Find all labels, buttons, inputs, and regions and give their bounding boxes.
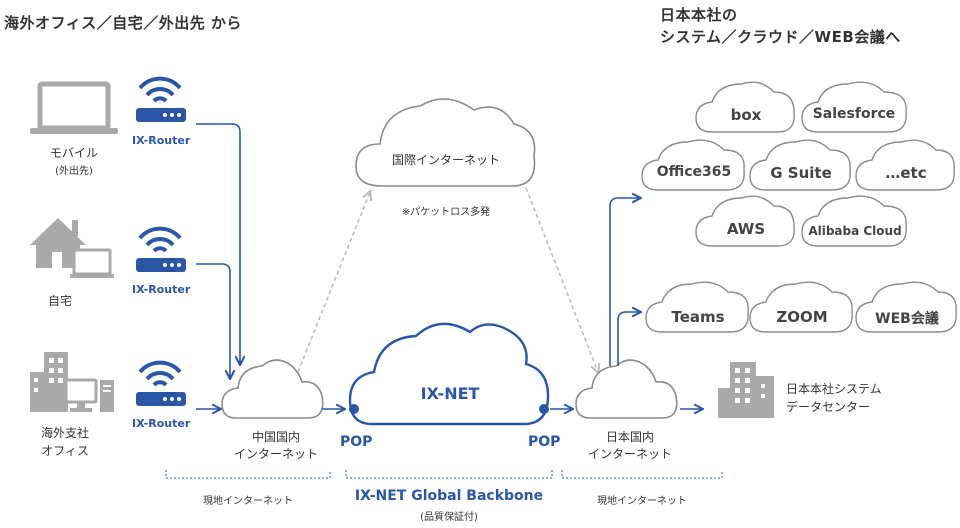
service-zoom: ZOOM	[776, 308, 828, 326]
arrow-china-to-intl	[297, 192, 370, 373]
arrow-japan-to-saas	[609, 198, 640, 366]
label-china-internet-sub: インターネット	[233, 447, 318, 461]
router-icon	[136, 360, 186, 406]
label-backbone: IX-NET Global Backbone	[354, 488, 544, 504]
service-office365: Office365	[656, 164, 732, 180]
house-icon	[30, 218, 114, 278]
label-mobile-sub: (外出先)	[55, 166, 93, 177]
service-aws: AWS	[726, 220, 766, 238]
bracket-local-right	[561, 470, 723, 479]
arrow-intl-to-japan	[525, 187, 598, 372]
service-cloud-box	[695, 81, 795, 133]
service-salesforce: Salesforce	[812, 106, 896, 122]
heading-left: 海外オフィス／自宅／外出先 から	[4, 14, 242, 32]
intl-internet-cloud	[355, 98, 536, 187]
service-box: box	[730, 106, 762, 124]
service-etc: …etc	[885, 164, 927, 182]
service-cloud-zoom	[749, 281, 853, 333]
japan-internet-cloud	[575, 359, 678, 419]
heading-right-line1: 日本本社の	[660, 6, 738, 24]
heading-right-line2: システム／クラウド／WEB会議へ	[660, 28, 901, 46]
ixnet-cloud	[348, 322, 550, 426]
label-intl-internet: 国際インターネット	[391, 153, 500, 167]
bracket-local-left	[165, 470, 331, 479]
service-gsuite: G Suite	[770, 164, 832, 182]
service-cloud-etc	[855, 139, 955, 191]
office-building-icon	[30, 352, 114, 412]
china-internet-cloud	[221, 359, 324, 419]
service-cloud-webconf	[855, 281, 957, 333]
bracket-backbone	[345, 470, 553, 479]
label-mobile: モバイル	[49, 146, 98, 160]
label-china-internet: 中国国内	[251, 430, 300, 444]
label-home: 自宅	[47, 294, 72, 308]
laptop-icon	[30, 81, 118, 134]
router-label-home: IX-Router	[132, 283, 191, 296]
service-cloud-gsuite	[749, 139, 851, 191]
router-icon	[136, 76, 186, 122]
label-ixnet: IX-NET	[420, 384, 480, 403]
service-teams: Teams	[671, 308, 725, 326]
service-cloud-teams	[645, 281, 749, 333]
pop-left-label: POP	[340, 434, 373, 450]
label-hq-sub: データセンター	[786, 400, 871, 414]
label-local-internet-left: 現地インターネット	[203, 496, 293, 507]
hq-building-icon	[718, 362, 774, 418]
label-japan-internet: 日本国内	[605, 430, 654, 444]
label-office-sub: オフィス	[41, 444, 89, 458]
label-office: 海外支社	[40, 426, 89, 440]
router-label-mobile: IX-Router	[132, 134, 191, 147]
label-backbone-sub: (品質保証付)	[420, 512, 478, 523]
service-cloud-alibaba	[801, 195, 907, 247]
service-cloud-salesforce	[801, 81, 907, 133]
router-label-office: IX-Router	[132, 417, 191, 430]
service-webconf: WEB会議	[875, 311, 939, 327]
pop-right-dot	[539, 404, 549, 414]
pop-right-label: POP	[528, 434, 561, 450]
router-icon	[136, 226, 186, 272]
service-cloud-office365	[641, 139, 745, 191]
pop-left-dot	[349, 404, 359, 414]
service-alibaba: Alibaba Cloud	[808, 224, 902, 238]
label-intl-note: ※パケットロス多発	[401, 207, 491, 218]
arrow-home-to-china	[196, 263, 230, 378]
arrow-mobile-to-china	[196, 123, 240, 364]
label-local-internet-right: 現地インターネット	[597, 496, 687, 507]
arrow-japan-to-webconf	[617, 312, 640, 366]
label-japan-internet-sub: インターネット	[587, 447, 672, 461]
service-cloud-aws	[695, 195, 795, 247]
label-hq: 日本本社システム	[786, 382, 882, 396]
